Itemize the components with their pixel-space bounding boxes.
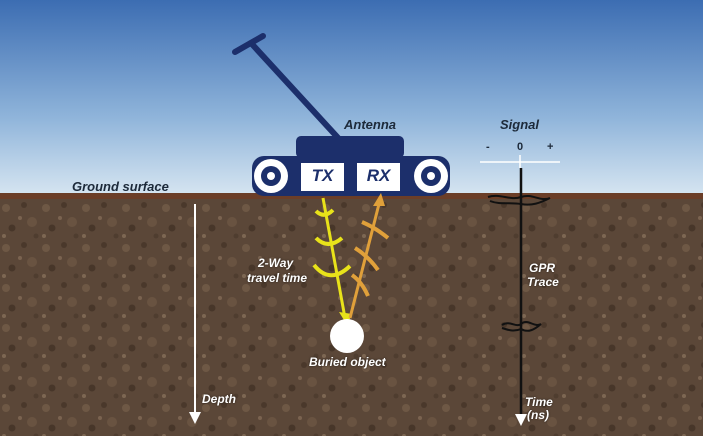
buried-object-shape (330, 319, 364, 353)
two-way-label-line2: travel time (247, 271, 308, 285)
two-way-label-line1: 2-Way (258, 256, 294, 270)
trace-reflection-surface (487, 194, 551, 206)
signal-plus: + (547, 141, 554, 153)
tx-box (301, 163, 344, 191)
signal-label: Signal (500, 117, 540, 132)
gpr-trace-label-line1: GPR (529, 261, 556, 275)
tx-ray (321, 197, 347, 319)
antenna-top (296, 136, 404, 158)
trace-reflection-object (501, 321, 542, 332)
signal-minus: - (486, 141, 490, 153)
buried-object-label: Buried object (309, 355, 386, 369)
rx-box (357, 163, 400, 191)
ground-surface-label: Ground surface (72, 179, 169, 194)
gpr-trace-label-line2: Trace (527, 275, 559, 289)
time-label-line2: (ns) (527, 408, 549, 422)
signal-zero: 0 (517, 141, 524, 153)
antenna-label: Antenna (344, 117, 396, 132)
antenna-shaft (248, 40, 343, 143)
depth-label: Depth (202, 392, 236, 406)
rx-ray (348, 199, 382, 319)
rx-label: RX (366, 166, 391, 185)
time-label-line1: Time (525, 395, 553, 409)
tx-label: TX (311, 166, 334, 185)
